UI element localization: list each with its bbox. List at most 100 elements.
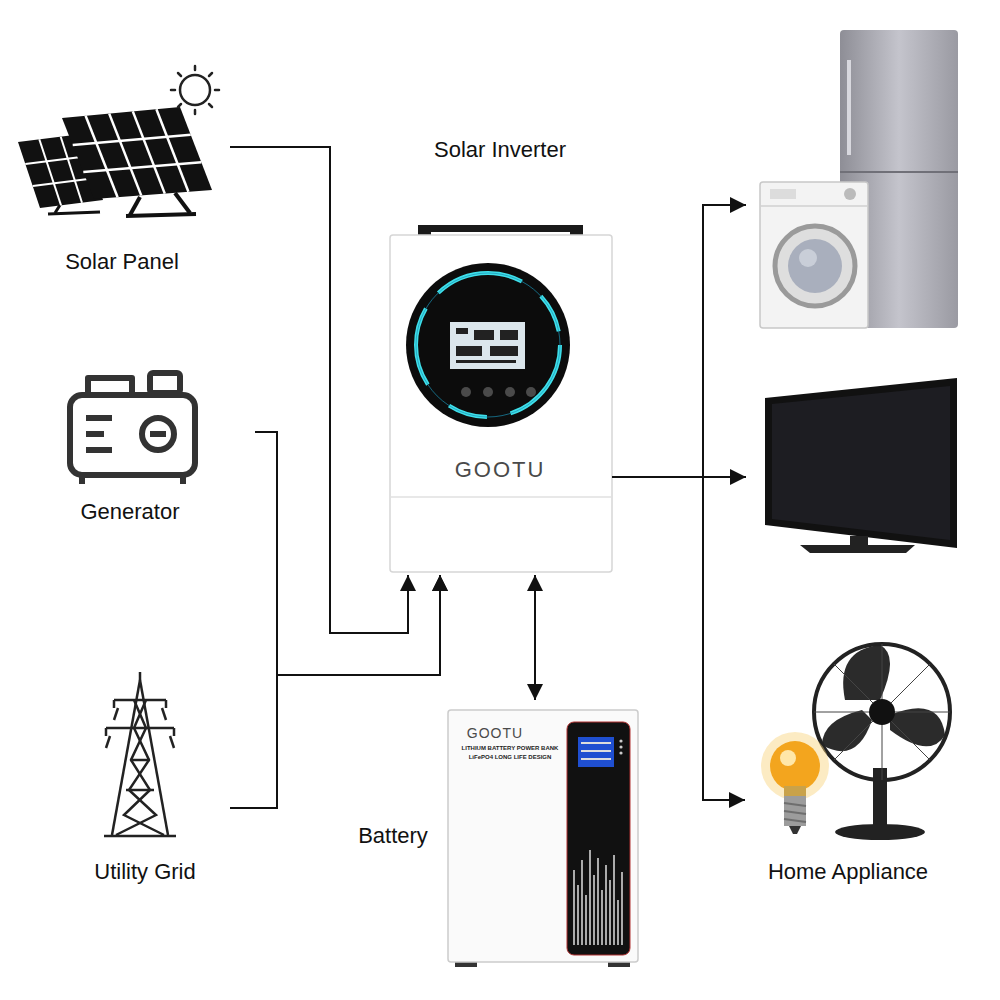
solar-inverter-art-part-part: [456, 360, 516, 363]
power-connector: [612, 477, 745, 800]
solar-inverter-art-part: [416, 273, 560, 417]
solar-panel-art-part-part: [215, 89, 219, 92]
solar-inverter-art: [390, 225, 612, 572]
utility-grid-node: Utility Grid: [75, 660, 230, 890]
solar-panel-art: [18, 66, 219, 216]
fan-bulb-art-part: [780, 750, 796, 766]
generator-icon-part: [150, 373, 180, 393]
solar-panel-art-part: [55, 205, 60, 213]
transmission-tower-icon-part: [114, 708, 118, 720]
solar-inverter-art-part: [391, 496, 611, 498]
solar-panel-art-part-part: [178, 73, 181, 76]
solar-panel-art-part: [171, 66, 219, 114]
fridge-washer-art-part: [847, 60, 851, 155]
transmission-tower-icon: [104, 672, 176, 836]
generator-icon-part: [142, 418, 174, 450]
solar-inverter-art-part-part: [500, 330, 518, 340]
generator-icon-part: [86, 447, 112, 453]
appliance-branch-wires-part: [703, 205, 746, 477]
battery-art-part-part: [613, 855, 614, 945]
battery-art-part-part: [605, 865, 606, 945]
solar-panel-art-part: [73, 109, 202, 197]
fan-bulb-art-part: [873, 768, 887, 830]
generator-icon: [70, 373, 195, 484]
product-line: LiFePO4 LONG LIFE DESIGN: [469, 754, 552, 761]
generator-icon-part: [86, 415, 112, 421]
fridge-washer-art-part: [799, 249, 817, 267]
battery-art-part-part: [601, 890, 602, 945]
fridge-washer-art: [760, 30, 958, 328]
node-label: Battery: [358, 823, 428, 849]
fan-bulb-art-part: [869, 699, 895, 725]
power-connector: [230, 147, 408, 633]
battery-node: Battery GOOTU LITHIUM BATTERY POWER BANK Li…: [345, 700, 640, 965]
solar-panel-art-part: [126, 214, 196, 216]
node-label: Utility Grid: [94, 859, 195, 885]
power-connector: [534, 575, 536, 700]
battery-art-part: [578, 737, 614, 767]
solar-panel-art-part: [130, 197, 140, 215]
fan-bulb-art-part: [814, 644, 950, 780]
fan-bulb-art-part: [890, 708, 945, 746]
solar-inverter-art-part-part: [526, 387, 536, 397]
battery-art-part-part: [577, 885, 578, 945]
battery-art-part: [567, 722, 630, 955]
transmission-tower-icon-part: [114, 699, 166, 702]
solar-inverter-art-part-part: [456, 346, 482, 356]
product-line: LITHIUM BATTERY POWER BANK: [462, 745, 559, 752]
node-label: Generator: [80, 499, 179, 525]
transmission-tower-icon-part: [162, 708, 166, 720]
solar-panel-art-part-part: [194, 110, 197, 114]
battery-art-part: [619, 739, 622, 742]
brand-logo: GOOTU: [455, 457, 546, 483]
battery-art-part-part: [581, 750, 611, 752]
battery-art-part: [619, 751, 622, 754]
solar-inverter-art-part: [450, 322, 525, 369]
generator-icon-part: [79, 475, 85, 484]
battery-art-part-part: [593, 875, 594, 945]
solar-inverter-art-part: [416, 273, 560, 417]
solar-panel-art-part-part: [109, 114, 141, 196]
solar-inverter-art-part-part: [505, 387, 515, 397]
transmission-tower-icon-part: [106, 727, 174, 730]
battery-art-part: [619, 745, 622, 748]
fan-bulb-art-part-part: [784, 819, 806, 822]
fridge-washer-art-part: [788, 239, 842, 293]
transmission-tower-icon-part: [173, 728, 176, 736]
generator-icon-part: [180, 475, 186, 484]
home-appliance-node: Home Appliance: [745, 640, 965, 890]
fan-bulb-art-part-part: [834, 664, 930, 760]
transmission-tower-icon-part: [139, 672, 142, 680]
solar-inverter-node: Solar InverterGOOTU: [390, 130, 612, 575]
solar-inverter-art-part: [456, 328, 518, 363]
solar-panel-art-part-part: [209, 104, 212, 107]
fan-bulb-art-part: [784, 796, 806, 826]
fridge-washer-art-part: [760, 182, 868, 328]
transmission-tower-icon-part: [165, 700, 168, 708]
generator-icon-part: [86, 431, 104, 437]
television-art-part: [765, 378, 957, 548]
fridge-washer-art-part: [840, 171, 958, 173]
solar-inverter-art-part-part: [456, 328, 468, 334]
transmission-tower-icon-part: [130, 759, 150, 762]
battery-art-part-part: [617, 900, 618, 945]
fan-bulb-art: [761, 644, 950, 840]
solar-inverter-art-part: [406, 263, 570, 427]
fridge-washer-art-part: [760, 205, 868, 207]
solar-panel-art-part-part: [39, 139, 61, 205]
node-title: Solar Inverter: [434, 137, 566, 163]
solar-panel-art-part-part: [209, 73, 212, 76]
node-label: Solar Panel: [65, 249, 179, 275]
fan-bulb-art-part-part: [784, 811, 806, 814]
fridge-washer-art-part: [844, 188, 856, 200]
fan-bulb-art-part: [770, 741, 820, 791]
solar-panel-art-part: [175, 193, 190, 213]
solar-inverter-art-part: [390, 235, 612, 572]
transmission-tower-icon-part: [170, 736, 174, 748]
fan-bulb-art-part-part: [784, 803, 806, 806]
fridge-washer-art-part: [770, 189, 796, 199]
solar-inverter-art-part-part: [461, 387, 471, 397]
fan-bulb-art-part: [784, 786, 806, 796]
brand-logo: GOOTU: [467, 725, 523, 742]
